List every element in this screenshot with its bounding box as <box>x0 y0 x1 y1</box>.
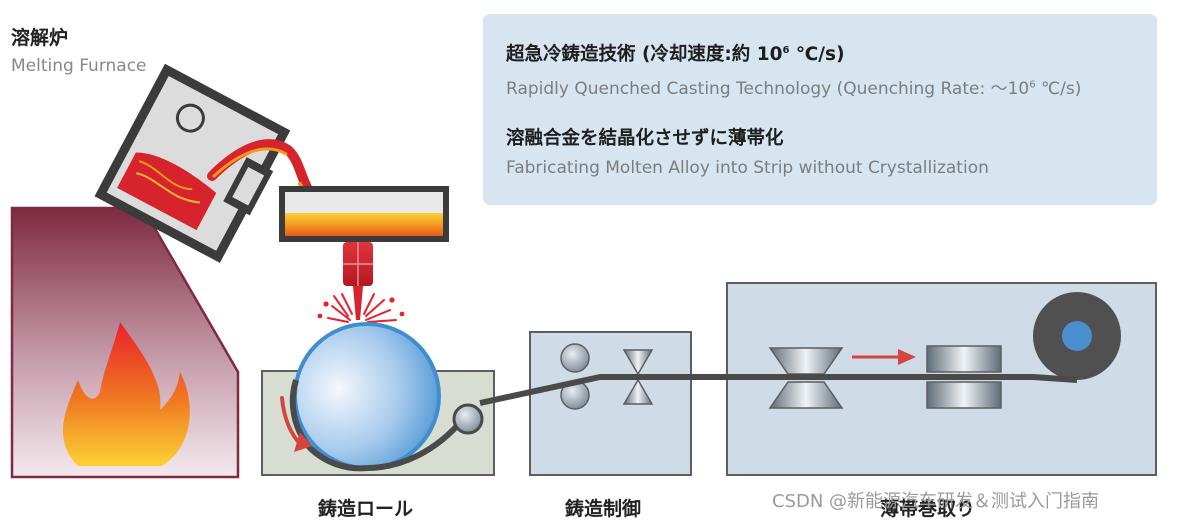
rotation-arrow-icon <box>280 396 312 452</box>
info-box: 超急冷鋳造技術 (冷却速度:約 106 ℃/s) Rapidly Quenche… <box>483 14 1157 205</box>
watermark: CSDN @新能源汽车研发＆测试入门指南 <box>772 491 1100 512</box>
strip-winding-label: 薄帯巻取り <box>880 498 976 520</box>
info-title-strip: 溶融合金を結晶化させずに薄帯化 <box>506 128 784 149</box>
casting-control-label: 鋳造制御 <box>565 498 642 520</box>
info-title-quenching: 超急冷鋳造技術 (冷却速度:約 106 ℃/s) <box>506 44 845 65</box>
nozzle <box>343 242 373 320</box>
furnace-label-jp: 溶解炉 <box>11 27 69 49</box>
metal-strip <box>479 374 1078 406</box>
fire-icon <box>63 322 190 466</box>
tundish <box>279 186 449 242</box>
info-subtitle-strip: Fabricating Molten Alloy into Strip with… <box>506 158 989 178</box>
furnace-label-en: Melting Furnace <box>11 56 147 76</box>
info-subtitle-quenching: Rapidly Quenched Casting Technology (Que… <box>506 79 1082 99</box>
casting-control-box <box>529 331 692 476</box>
crucible <box>94 63 291 263</box>
feed-direction-arrow-icon <box>852 349 916 365</box>
molten-splash <box>317 293 405 323</box>
guide-roller <box>452 403 484 435</box>
casting-roll <box>289 322 467 472</box>
casting-roll-label: 鋳造ロール <box>318 498 414 520</box>
